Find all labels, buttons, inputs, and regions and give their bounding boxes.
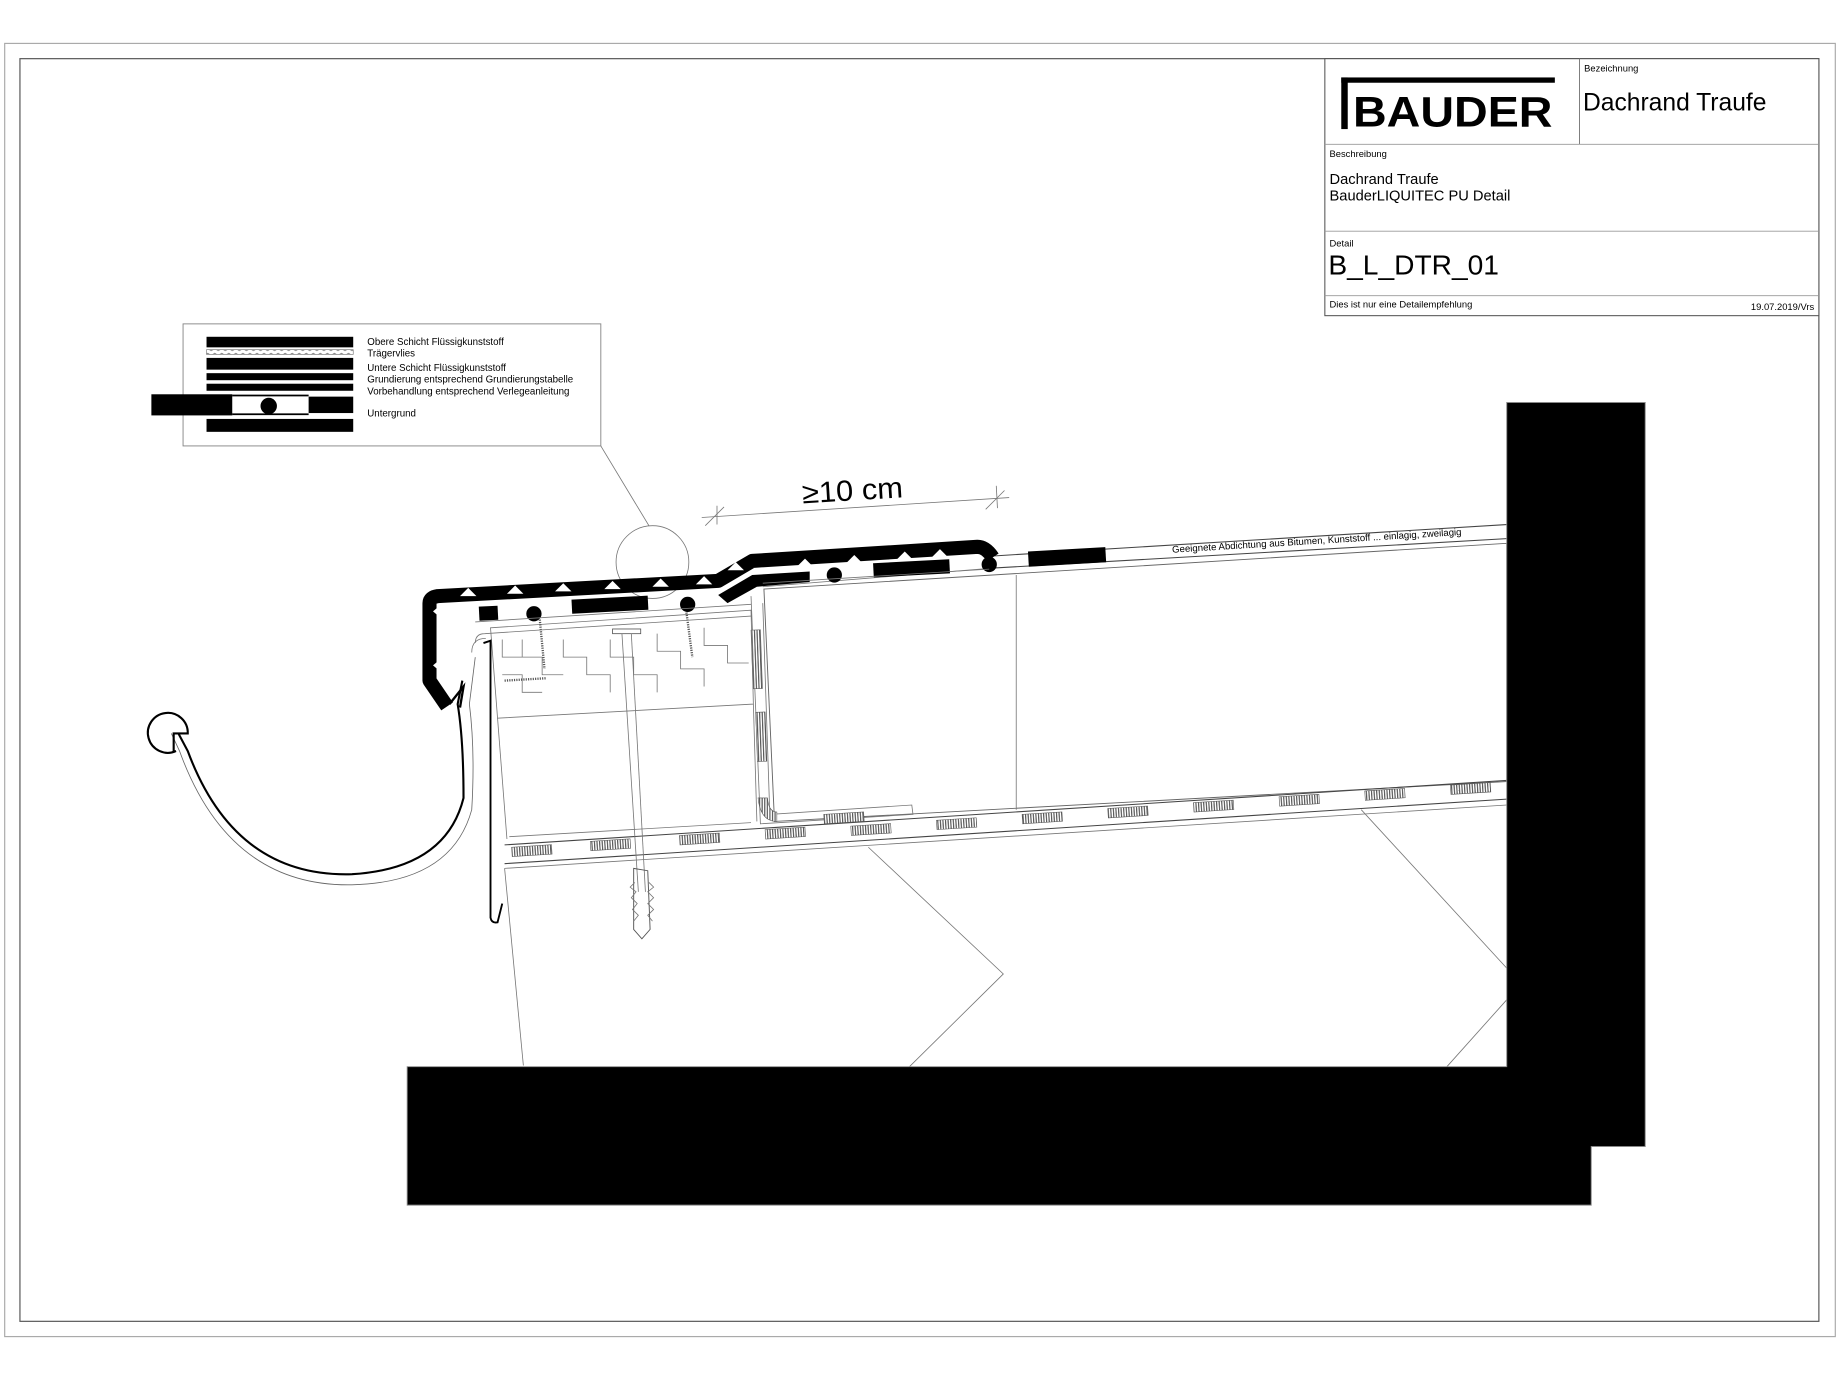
inner-border	[19, 58, 1820, 1322]
disclaimer-text: Dies ist nur eine Detailempfehlung	[1330, 299, 1473, 309]
legend-swatch-bottom	[206, 418, 354, 432]
liquid-waterproofing-flashing	[422, 539, 999, 711]
existing-roof-build-up: Geeignete Abdichtung aus Bitumen, Kunsts…	[504, 524, 1508, 869]
legend-leader-line	[600, 445, 650, 526]
legend-swatch-primer	[206, 373, 354, 381]
legend-label-5: Untergrund	[367, 409, 416, 420]
dimension-overlap: ≥10 cm	[701, 471, 1010, 527]
legend-swatch-top-coat	[206, 336, 354, 348]
title-block: BAUDER Bezeichnung Dachrand Traufe Besch…	[1324, 58, 1820, 317]
substrate-band	[475, 556, 997, 623]
legend-swatch-fleece	[206, 349, 354, 355]
logo-text: BAUDER	[1353, 89, 1552, 136]
beschreibung-label: Beschreibung	[1330, 149, 1387, 159]
legend-label-2: Untere Schicht Flüssigkunststoff	[367, 363, 506, 374]
bezeichnung-value: Dachrand Traufe	[1583, 89, 1766, 116]
legend-label-4: Vorbehandlung entsprechend Verlegeanleit…	[367, 386, 569, 397]
layer-legend: Obere Schicht Flüssigkunststoff Trägervl…	[151, 323, 602, 447]
date-author: 19.07.2019/Vrs	[1751, 302, 1815, 312]
legend-swatch-base-coat	[206, 357, 354, 370]
eaves-fascia	[471, 615, 752, 1066]
fixing-anchor	[612, 628, 655, 940]
dimension-label: ≥10 cm	[801, 471, 904, 510]
legend-label-0: Obere Schicht Flüssigkunststoff	[367, 337, 504, 348]
legend-label-1: Trägervlies	[367, 349, 415, 360]
break-lines	[868, 809, 1508, 1067]
beschreibung-line2: BauderLIQUITEC PU Detail	[1330, 189, 1511, 205]
concrete-wall-and-slab	[406, 402, 1646, 1206]
beschreibung-line1: Dachrand Traufe	[1330, 172, 1439, 188]
rain-gutter	[146, 657, 476, 886]
bauder-logo: BAUDER	[1341, 77, 1555, 136]
vapour-barrier-hatching	[511, 782, 1492, 857]
detail-number: B_L_DTR_01	[1328, 250, 1499, 281]
timber-blocking	[490, 609, 758, 940]
bezeichnung-label: Bezeichnung	[1584, 64, 1638, 74]
detail-label: Detail	[1330, 238, 1354, 248]
detail-callout-circle	[615, 525, 690, 599]
legend-swatch-substrate	[151, 394, 354, 416]
legend-label-3: Grundierung entsprechend Grundierungstab…	[367, 375, 573, 386]
outer-border	[4, 42, 1836, 1338]
legend-swatch-pretreatment	[206, 383, 354, 391]
existing-waterproofing-label: Geeignete Abdichtung aus Bitumen, Kunsts…	[1172, 527, 1462, 556]
